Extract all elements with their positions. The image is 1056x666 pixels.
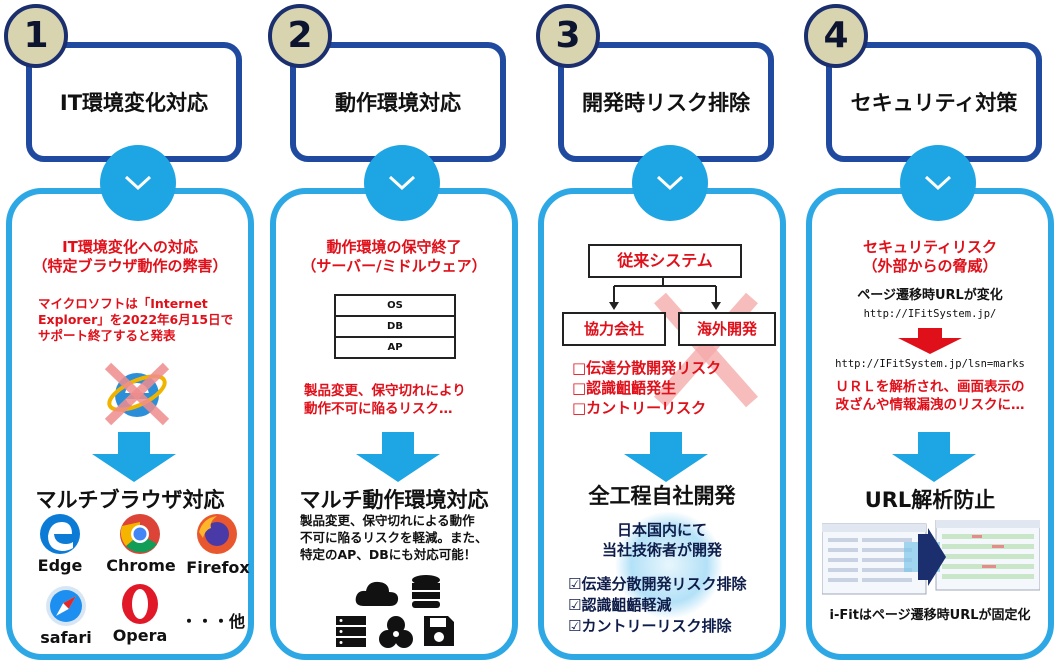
card-1: IT環境変化への対応 （特定ブラウザ動作の弊害） マイクロソフトは「Intern…	[6, 188, 254, 660]
title-3: 開発時リスク排除	[582, 91, 750, 115]
stack-db: DB	[334, 315, 456, 338]
red-arrow-down-icon	[898, 328, 962, 358]
browser-chrome: Chrome	[106, 556, 176, 575]
risk-2: 製品変更、保守切れにより 動作不可に陥るリスク…	[304, 383, 466, 417]
check-list-3: ☑伝達分散開発リスク排除 ☑認識齟齬軽減 ☑カントリーリスク排除	[568, 575, 747, 635]
card-3: 従来システム 協力会社 海外開発 □伝達分散開発リスク □認識齟齬発生 □カント…	[538, 188, 786, 660]
result-2: マルチ動作環境対応	[299, 488, 489, 512]
risk-4: ＵＲＬを解析され、画面表示の 改ざんや情報漏洩のリスクに…	[835, 379, 1025, 413]
heading-4: セキュリティリスク （外部からの脅威）	[862, 238, 998, 275]
url-before: http://IFitSystem.jp/	[863, 308, 997, 320]
chevron-down-icon	[900, 145, 976, 221]
title-4: セキュリティ対策	[850, 91, 1018, 115]
branch-connector	[606, 276, 726, 314]
database-icon	[410, 574, 442, 614]
network-icon	[378, 614, 414, 654]
arrow-down-icon	[92, 432, 176, 486]
url-after: http://IFitSystem.jp/lsn=marks	[835, 358, 1025, 370]
step-number-4: 4	[804, 4, 868, 68]
column-4: 4 セキュリティ対策 セキュリティリスク （外部からの脅威） ページ遷移時URL…	[800, 0, 1054, 666]
partner-box: 協力会社	[562, 312, 666, 346]
title-1: IT環境変化対応	[59, 91, 209, 115]
browser-edge: Edge	[37, 556, 83, 575]
card-2: 動作環境の保守終了 （サーバー/ミドルウェア） OS DB AP 製品変更、保守…	[270, 188, 518, 660]
browser-safari: safari	[40, 628, 92, 647]
browser-opera: Opera	[112, 626, 168, 645]
chevron-down-icon	[632, 145, 708, 221]
browser-firefox: Firefox	[186, 558, 250, 577]
step-number-2: 2	[268, 4, 332, 68]
arrow-down-icon	[356, 432, 440, 486]
browser-others: ・・・他	[180, 612, 245, 631]
column-1: 1 IT環境変化対応 IT環境変化への対応 （特定ブラウザ動作の弊害） マイクロ…	[0, 0, 254, 666]
title-box-2: 動作環境対応	[290, 42, 506, 162]
chrome-icon	[118, 512, 162, 560]
result-1: マルチブラウザ対応	[35, 488, 225, 512]
risk-list-3: □伝達分散開発リスク □認識齟齬発生 □カントリーリスク	[572, 359, 722, 417]
result-4: URL解析防止	[864, 488, 996, 512]
result-3: 全工程自社開発	[588, 484, 736, 508]
overseas-box: 海外開発	[678, 312, 776, 346]
heading-1: IT環境変化への対応 （特定ブラウザ動作の弊害）	[32, 238, 228, 275]
footer-4: i-Fitはページ遷移時URLが固定化	[829, 608, 1031, 623]
opera-icon	[120, 582, 160, 630]
server-icon	[334, 614, 368, 654]
heading-2: 動作環境の保守終了 （サーバー/ミドルウェア）	[301, 238, 487, 275]
chevron-down-icon	[364, 145, 440, 221]
title-box-3: 開発時リスク排除	[558, 42, 774, 162]
ie-icon	[104, 360, 170, 430]
desc-2: 製品変更、保守切れによる動作 不可に陥るリスクを軽減。また、 特定のAP、DBに…	[300, 513, 488, 562]
column-2: 2 動作環境対応 動作環境の保守終了 （サーバー/ミドルウェア） OS DB A…	[264, 0, 518, 666]
column-3: 3 開発時リスク排除 従来システム 協力会社 海外開発 □伝達分散開発リスク □…	[532, 0, 786, 666]
legacy-system-box: 従来システム	[588, 244, 742, 278]
url-note: ページ遷移時URLが変化	[857, 288, 1003, 303]
chevron-down-icon	[100, 145, 176, 221]
step-number-3: 3	[536, 4, 600, 68]
floppy-disk-icon	[422, 614, 456, 652]
screen-thumbnails	[821, 519, 1041, 600]
stack-os: OS	[334, 294, 456, 317]
arrow-down-icon	[624, 432, 708, 486]
sub-3: 日本国内にて 当社技術者が開発	[601, 521, 722, 559]
card-4: セキュリティリスク （外部からの脅威） ページ遷移時URLが変化 http://…	[806, 188, 1054, 660]
arrow-down-icon	[892, 432, 976, 486]
cloud-icon	[354, 578, 400, 612]
title-box-1: IT環境変化対応	[26, 42, 242, 162]
title-2: 動作環境対応	[335, 91, 461, 115]
step-number-1: 1	[4, 4, 68, 68]
glow-circle	[614, 510, 724, 624]
safari-icon	[44, 584, 88, 632]
notice-1: マイクロソフトは「Internet Explorer」を2022年6月15日で …	[38, 296, 234, 343]
firefox-icon	[195, 512, 239, 560]
edge-icon	[38, 512, 82, 560]
stack-ap: AP	[334, 336, 456, 359]
title-box-4: セキュリティ対策	[826, 42, 1042, 162]
